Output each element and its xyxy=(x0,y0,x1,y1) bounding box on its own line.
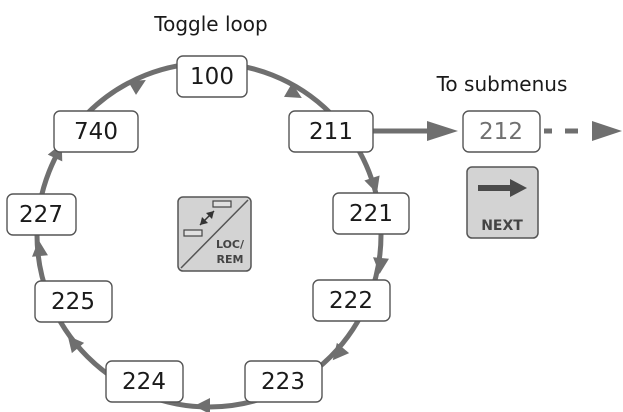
loop-node-211[interactable]: 211 xyxy=(288,110,374,153)
loop-node-223[interactable]: 223 xyxy=(244,360,323,403)
loop-node-221[interactable]: 221 xyxy=(332,192,410,235)
ring-arrowhead xyxy=(194,398,210,412)
ring-arrowhead xyxy=(32,240,48,257)
next-button-label: NEXT xyxy=(481,218,523,234)
loop-node-227[interactable]: 227 xyxy=(6,193,77,236)
node-label: 225 xyxy=(51,289,95,315)
node-label: 227 xyxy=(19,202,63,228)
loc-rem-swap-icon xyxy=(180,199,249,269)
ring-arrowhead xyxy=(284,83,302,98)
node-label: 222 xyxy=(329,288,373,314)
connector-arrowhead xyxy=(427,121,458,141)
next-button[interactable]: NEXT xyxy=(466,166,539,239)
ring-arrowhead xyxy=(373,257,389,274)
node-label: 224 xyxy=(122,369,166,395)
dashed-arrowhead xyxy=(592,121,622,141)
node-label: 221 xyxy=(349,201,393,227)
ring-arrowhead xyxy=(67,335,85,354)
ring-arrowhead xyxy=(364,175,380,194)
node-label: 223 xyxy=(261,369,305,395)
loc-rem-line1: LOC/ xyxy=(216,238,245,251)
loc-rem-line2: REM xyxy=(217,253,244,266)
node-label: 740 xyxy=(74,119,118,145)
loop-node-224[interactable]: 224 xyxy=(105,360,184,403)
node-label: 212 xyxy=(479,119,523,145)
submenu-label: To submenus xyxy=(436,72,568,96)
loop-arrowheads xyxy=(32,80,389,412)
diagram-title: Toggle loop xyxy=(153,12,267,36)
loop-node-222[interactable]: 222 xyxy=(312,279,391,322)
submenu-node-212[interactable]: 212 xyxy=(462,110,541,153)
node-label: 100 xyxy=(190,64,234,90)
loc-rem-button[interactable]: LOC/ REM xyxy=(177,196,252,272)
ring-arrowhead xyxy=(332,342,350,361)
ring-arrowhead xyxy=(128,80,146,95)
loop-node-225[interactable]: 225 xyxy=(34,280,113,323)
loop-node-740[interactable]: 740 xyxy=(53,110,139,153)
right-arrow-icon xyxy=(478,179,527,197)
node-label: 211 xyxy=(309,119,353,145)
loop-node-100[interactable]: 100 xyxy=(176,55,248,98)
